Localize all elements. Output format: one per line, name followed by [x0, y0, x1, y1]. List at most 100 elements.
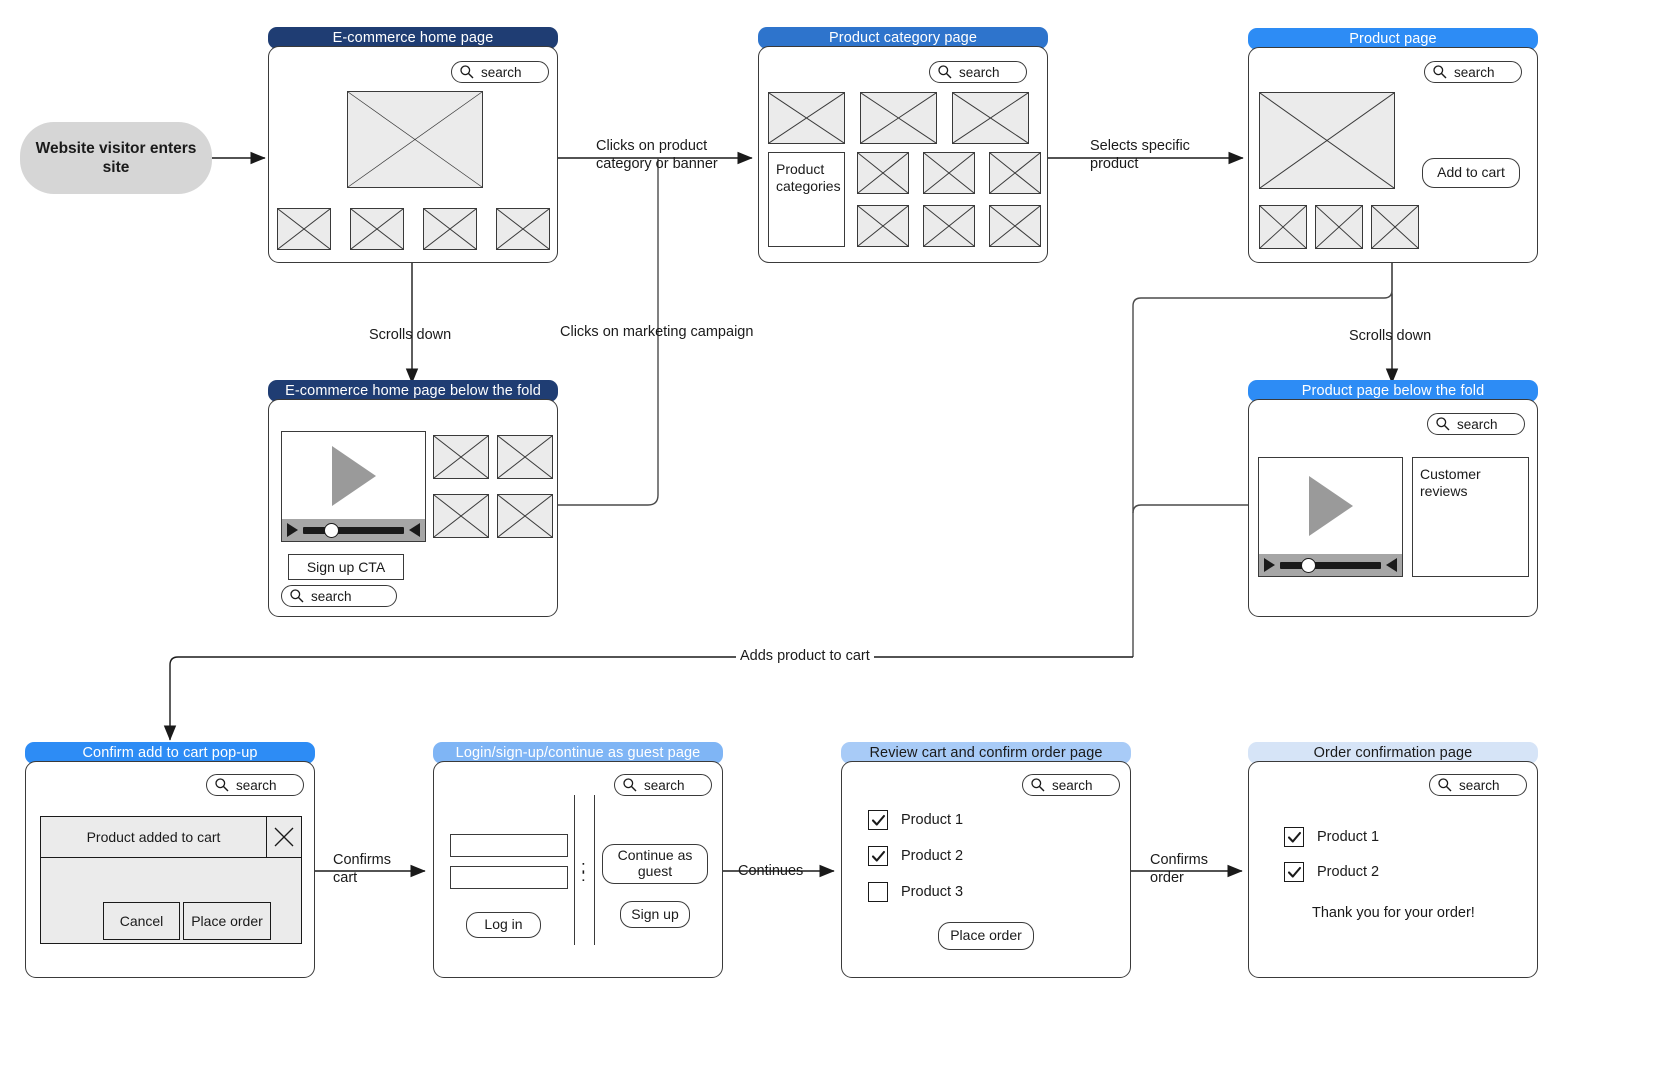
search-input-category[interactable]: search [929, 61, 1027, 83]
close-icon[interactable] [266, 817, 301, 857]
search-placeholder-home: search [481, 64, 522, 80]
play-icon[interactable] [331, 445, 376, 506]
promo-tile[interactable] [433, 494, 489, 538]
product-tile[interactable] [923, 152, 975, 194]
cart-item-row[interactable]: Product 1 [868, 810, 963, 830]
screen-home-below-fold: Sign up CTA search [268, 399, 558, 617]
order-item-label: Product 1 [1317, 829, 1380, 845]
category-tile[interactable] [860, 92, 937, 144]
screen-title-home: E-commerce home page [332, 30, 494, 46]
search-icon [290, 589, 304, 603]
thumb-placeholder[interactable] [277, 208, 331, 250]
scrubber-knob[interactable] [324, 523, 340, 538]
place-order-label: Place order [191, 913, 263, 929]
hero-image-placeholder-home[interactable] [347, 91, 483, 188]
promo-tile[interactable] [433, 435, 489, 479]
search-input-login[interactable]: search [614, 774, 712, 796]
add-to-cart-button[interactable]: Add to cart [1422, 158, 1520, 188]
product-categories-box[interactable]: Product categories [768, 152, 845, 247]
signup-cta-label: Sign up CTA [306, 559, 386, 575]
checkbox-checked[interactable] [868, 846, 888, 866]
signup-button[interactable]: Sign up [620, 901, 690, 928]
product-tile[interactable] [989, 152, 1041, 194]
screen-header-category: Product category page [758, 27, 1048, 49]
signup-cta-button[interactable]: Sign up CTA [288, 554, 404, 580]
place-order-button[interactable]: Place order [183, 902, 271, 940]
checkbox-checked [1284, 862, 1304, 882]
search-placeholder-product: search [1454, 64, 1495, 80]
thumb-placeholder[interactable] [496, 208, 550, 250]
search-placeholder-confirm-popup: search [236, 777, 277, 793]
screen-title-confirm-popup: Confirm add to cart pop-up [82, 745, 258, 761]
cancel-button[interactable]: Cancel [103, 902, 180, 940]
search-placeholder-category: search [959, 64, 1000, 80]
video-stage[interactable] [1259, 458, 1402, 554]
video-stage[interactable] [282, 432, 425, 519]
edge-label-scrolls-down-product: Scrolls down [1349, 328, 1432, 344]
play-icon[interactable] [1308, 476, 1353, 536]
modal-title: Product added to cart [86, 828, 221, 845]
thumb-placeholder[interactable] [423, 208, 477, 250]
search-icon [623, 778, 637, 792]
screen-header-confirm-popup: Confirm add to cart pop-up [25, 742, 315, 764]
login-username-field[interactable] [450, 834, 568, 857]
cart-item-row[interactable]: Product 2 [868, 846, 963, 866]
screen-login: search Log in :: Continue as guest Sign … [433, 761, 723, 978]
search-input-order-confirmation[interactable]: search [1429, 774, 1527, 796]
product-hero-placeholder[interactable] [1259, 92, 1395, 189]
scrubber-knob[interactable] [1301, 558, 1317, 573]
search-input-product-below-fold[interactable]: search [1427, 413, 1525, 435]
product-tile[interactable] [923, 205, 975, 247]
edge-label-select-product: Selects specific product [1090, 138, 1190, 172]
search-icon [1031, 778, 1045, 792]
promo-tile[interactable] [497, 494, 553, 538]
login-button[interactable]: Log in [466, 912, 541, 938]
video-scrubber[interactable] [1280, 558, 1381, 573]
search-input-product[interactable]: search [1424, 61, 1522, 83]
checkbox-checked[interactable] [868, 810, 888, 830]
search-input-review-cart[interactable]: search [1022, 774, 1120, 796]
login-password-field[interactable] [450, 866, 568, 889]
product-thumb[interactable] [1259, 205, 1307, 249]
search-icon [1433, 65, 1447, 79]
screen-title-login: Login/sign-up/continue as guest page [455, 745, 701, 761]
play-control-icon[interactable] [1264, 558, 1275, 572]
search-input-home[interactable]: search [451, 61, 549, 83]
product-categories-label: Product categories [776, 161, 841, 194]
screen-title-order-confirmation: Order confirmation page [1313, 745, 1473, 761]
product-thumb[interactable] [1371, 205, 1419, 249]
play-control-icon[interactable] [287, 523, 298, 537]
product-tile[interactable] [989, 205, 1041, 247]
category-tile[interactable] [768, 92, 845, 144]
video-player-product[interactable] [1258, 457, 1403, 577]
search-input-home-below-fold[interactable]: search [281, 585, 397, 607]
screen-title-review-cart: Review cart and confirm order page [869, 745, 1103, 761]
screen-header-home-below-fold: E-commerce home page below the fold [268, 380, 558, 402]
product-thumb[interactable] [1315, 205, 1363, 249]
thumb-placeholder[interactable] [350, 208, 404, 250]
edge-label-scrolls-down-home: Scrolls down [369, 327, 452, 343]
promo-tile[interactable] [497, 435, 553, 479]
category-tile[interactable] [952, 92, 1029, 144]
screen-product: search Add to cart [1248, 47, 1538, 263]
search-input-confirm-popup[interactable]: search [206, 774, 304, 796]
checkbox-unchecked[interactable] [868, 882, 888, 902]
rewind-control-icon[interactable] [409, 523, 420, 537]
video-controls[interactable] [282, 519, 425, 541]
rewind-control-icon[interactable] [1386, 558, 1397, 572]
video-scrubber[interactable] [303, 523, 404, 538]
video-controls[interactable] [1259, 554, 1402, 576]
customer-reviews-box[interactable]: Customer reviews [1412, 457, 1529, 577]
product-tile[interactable] [857, 152, 909, 194]
edge-label-continues: Continues [738, 863, 804, 879]
edge-label-confirms-order: Confirms order [1150, 852, 1209, 886]
product-tile[interactable] [857, 205, 909, 247]
continue-as-guest-button[interactable]: Continue as guest [602, 844, 708, 884]
video-player-home[interactable] [281, 431, 426, 542]
screen-order-confirmation: search Product 1 Product 2 Thank you for… [1248, 761, 1538, 978]
search-icon [1438, 778, 1452, 792]
login-button-label: Log in [484, 916, 523, 933]
screen-product-below-fold: search Customer reviews [1248, 399, 1538, 617]
place-order-button[interactable]: Place order [938, 922, 1034, 950]
cart-item-row[interactable]: Product 3 [868, 882, 963, 902]
